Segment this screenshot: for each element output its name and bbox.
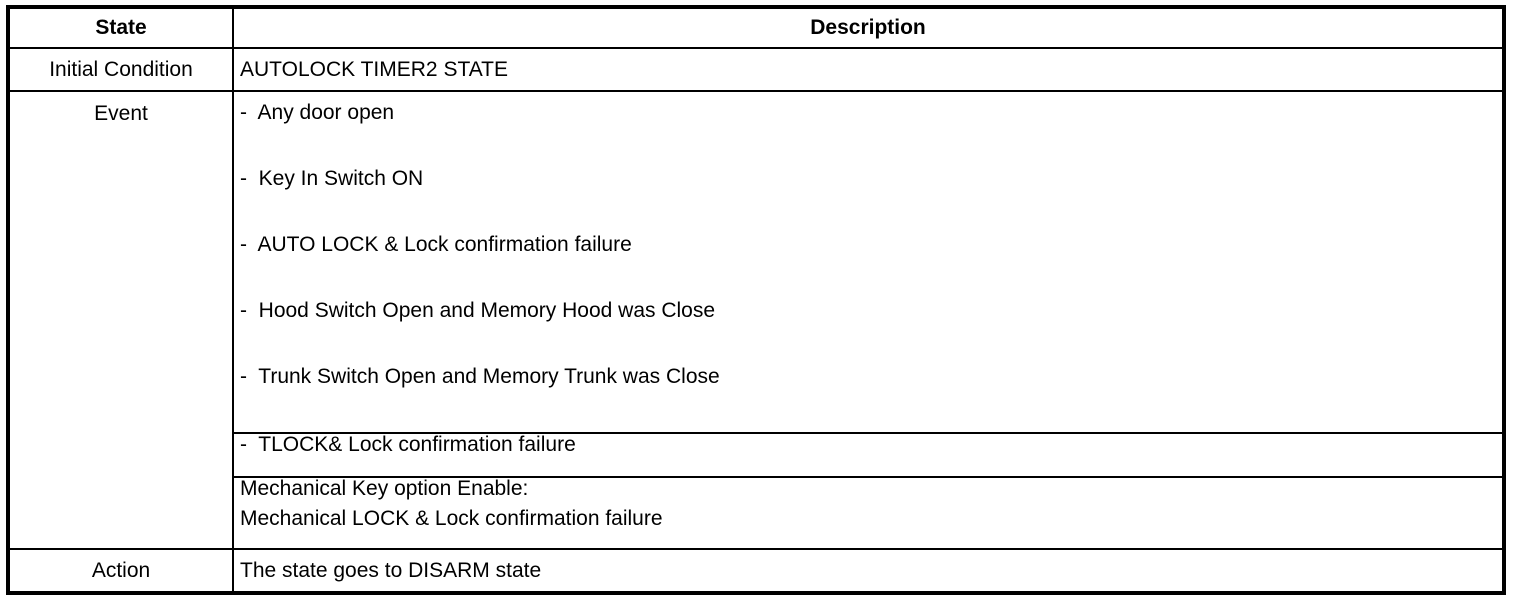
table-row-action: Action The state goes to DISARM state bbox=[7, 548, 1505, 594]
event-bullet-item: - AUTO LOCK & Lock confirmation failure bbox=[240, 233, 632, 256]
table-row-event: Event - Any door open - Key In Switch ON… bbox=[7, 90, 1505, 550]
description-cell-event-bullets: - Any door open - Key In Switch ON - AUT… bbox=[232, 90, 1505, 434]
document-page: State Description Initial Condition AUTO… bbox=[6, 5, 1506, 595]
event-mechanical-line: Mechanical Key option Enable: bbox=[240, 477, 529, 500]
state-cell-action: Action bbox=[7, 548, 234, 594]
header-cell-state: State bbox=[7, 6, 234, 49]
state-cell-initial-condition: Initial Condition bbox=[7, 47, 234, 92]
table-header-row: State Description bbox=[7, 6, 1505, 49]
table-row-event-tlock: - TLOCK& Lock confirmation failure bbox=[8, 432, 1505, 478]
description-cell-event-tlock: - TLOCK& Lock confirmation failure bbox=[232, 432, 1505, 478]
header-cell-description: Description bbox=[232, 6, 1505, 49]
event-bullet-item: - Key In Switch ON bbox=[240, 167, 424, 190]
table-row-event-mechanical: Mechanical Key option Enable: Mechanical… bbox=[8, 476, 1505, 550]
event-bullet-list: - Any door open - Key In Switch ON - AUT… bbox=[234, 92, 1502, 432]
table-row-initial-condition: Initial Condition AUTOLOCK TIMER2 STATE bbox=[7, 47, 1505, 92]
state-description-table: State Description Initial Condition AUTO… bbox=[6, 5, 1506, 595]
event-mechanical-line: Mechanical LOCK & Lock confirmation fail… bbox=[240, 507, 663, 530]
column-header-state: State bbox=[95, 16, 147, 39]
description-cell-event-mechanical: Mechanical Key option Enable: Mechanical… bbox=[232, 476, 1505, 550]
description-cell-initial-condition: AUTOLOCK TIMER2 STATE bbox=[232, 47, 1505, 92]
state-label-action: Action bbox=[91, 559, 151, 582]
description-line: The state goes to DISARM state bbox=[240, 559, 542, 582]
column-header-description: Description bbox=[810, 16, 926, 39]
state-cell-event: Event bbox=[7, 90, 234, 550]
event-bullet-item: - TLOCK& Lock confirmation failure bbox=[240, 433, 576, 456]
description-cell-action: The state goes to DISARM state bbox=[232, 548, 1505, 594]
state-label-event: Event bbox=[94, 102, 148, 125]
event-bullet-item: - Hood Switch Open and Memory Hood was C… bbox=[240, 299, 716, 322]
event-bullet-item: - Any door open bbox=[240, 101, 395, 124]
event-bullet-item: - Trunk Switch Open and Memory Trunk was… bbox=[240, 365, 720, 388]
description-line: AUTOLOCK TIMER2 STATE bbox=[240, 58, 508, 81]
state-label-initial-condition: Initial Condition bbox=[49, 58, 193, 81]
